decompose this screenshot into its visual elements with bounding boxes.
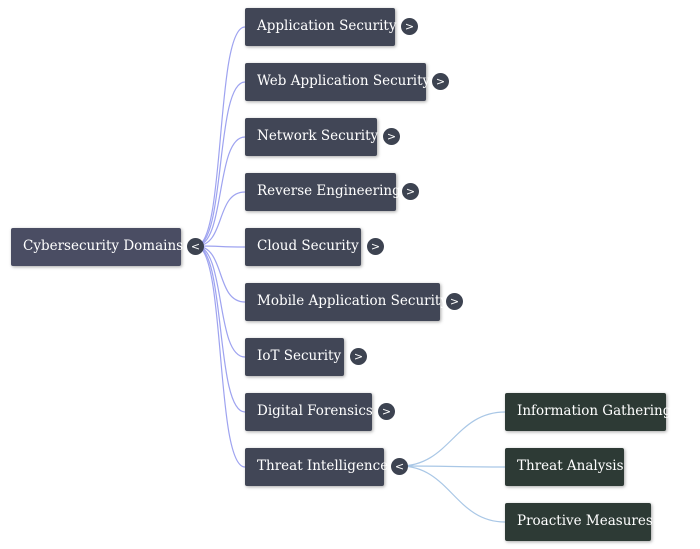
link-root-web-application-security xyxy=(195,81,246,247)
leaf-information-gathering[interactable]: Information Gathering xyxy=(505,393,671,431)
expand-application-security-toggle[interactable]: > xyxy=(401,18,418,35)
branch-cloud-security[interactable]: Cloud Security xyxy=(245,228,361,266)
collapse-threat-intelligence-toggle[interactable]: < xyxy=(391,458,408,475)
link-root-network-security xyxy=(195,136,246,247)
branch-reverse-engineering[interactable]: Reverse Engineering xyxy=(245,173,401,211)
branch-digital-forensics[interactable]: Digital Forensics xyxy=(245,393,373,431)
expand-digital-forensics-toggle[interactable]: > xyxy=(378,403,395,420)
link-root-reverse-engineering xyxy=(195,191,246,247)
expand-web-application-security-toggle[interactable]: > xyxy=(432,73,449,90)
expand-network-security-toggle[interactable]: > xyxy=(383,128,400,145)
branch-network-security[interactable]: Network Security xyxy=(245,118,378,156)
expand-reverse-engineering-toggle[interactable]: > xyxy=(402,183,419,200)
link-root-application-security xyxy=(195,26,246,247)
expand-mobile-application-security-toggle[interactable]: > xyxy=(446,293,463,310)
branch-iot-security[interactable]: IoT Security xyxy=(245,338,344,376)
branch-threat-intelligence[interactable]: Threat Intelligence xyxy=(245,448,388,486)
link-ti-proactive-measures xyxy=(399,465,506,523)
link-ti-threat-analysis xyxy=(399,465,506,468)
expand-iot-security-toggle[interactable]: > xyxy=(350,348,367,365)
expand-cloud-security-toggle[interactable]: > xyxy=(367,238,384,255)
link-root-iot-security xyxy=(195,245,246,358)
branch-application-security[interactable]: Application Security xyxy=(245,8,396,46)
root-node-cybersecurity-domains[interactable]: Cybersecurity Domains xyxy=(11,228,183,266)
leaf-threat-analysis[interactable]: Threat Analysis xyxy=(505,448,624,486)
link-root-threat-intelligence xyxy=(195,245,246,468)
link-root-mobile-application-security xyxy=(195,245,246,303)
link-root-digital-forensics xyxy=(195,245,246,413)
link-ti-information-gathering xyxy=(399,411,506,467)
branch-mobile-application-security[interactable]: Mobile Application Security xyxy=(245,283,448,321)
leaf-proactive-measures[interactable]: Proactive Measures xyxy=(505,503,653,541)
root-collapse-toggle[interactable]: < xyxy=(187,238,204,255)
branch-web-application-security[interactable]: Web Application Security xyxy=(245,63,430,101)
